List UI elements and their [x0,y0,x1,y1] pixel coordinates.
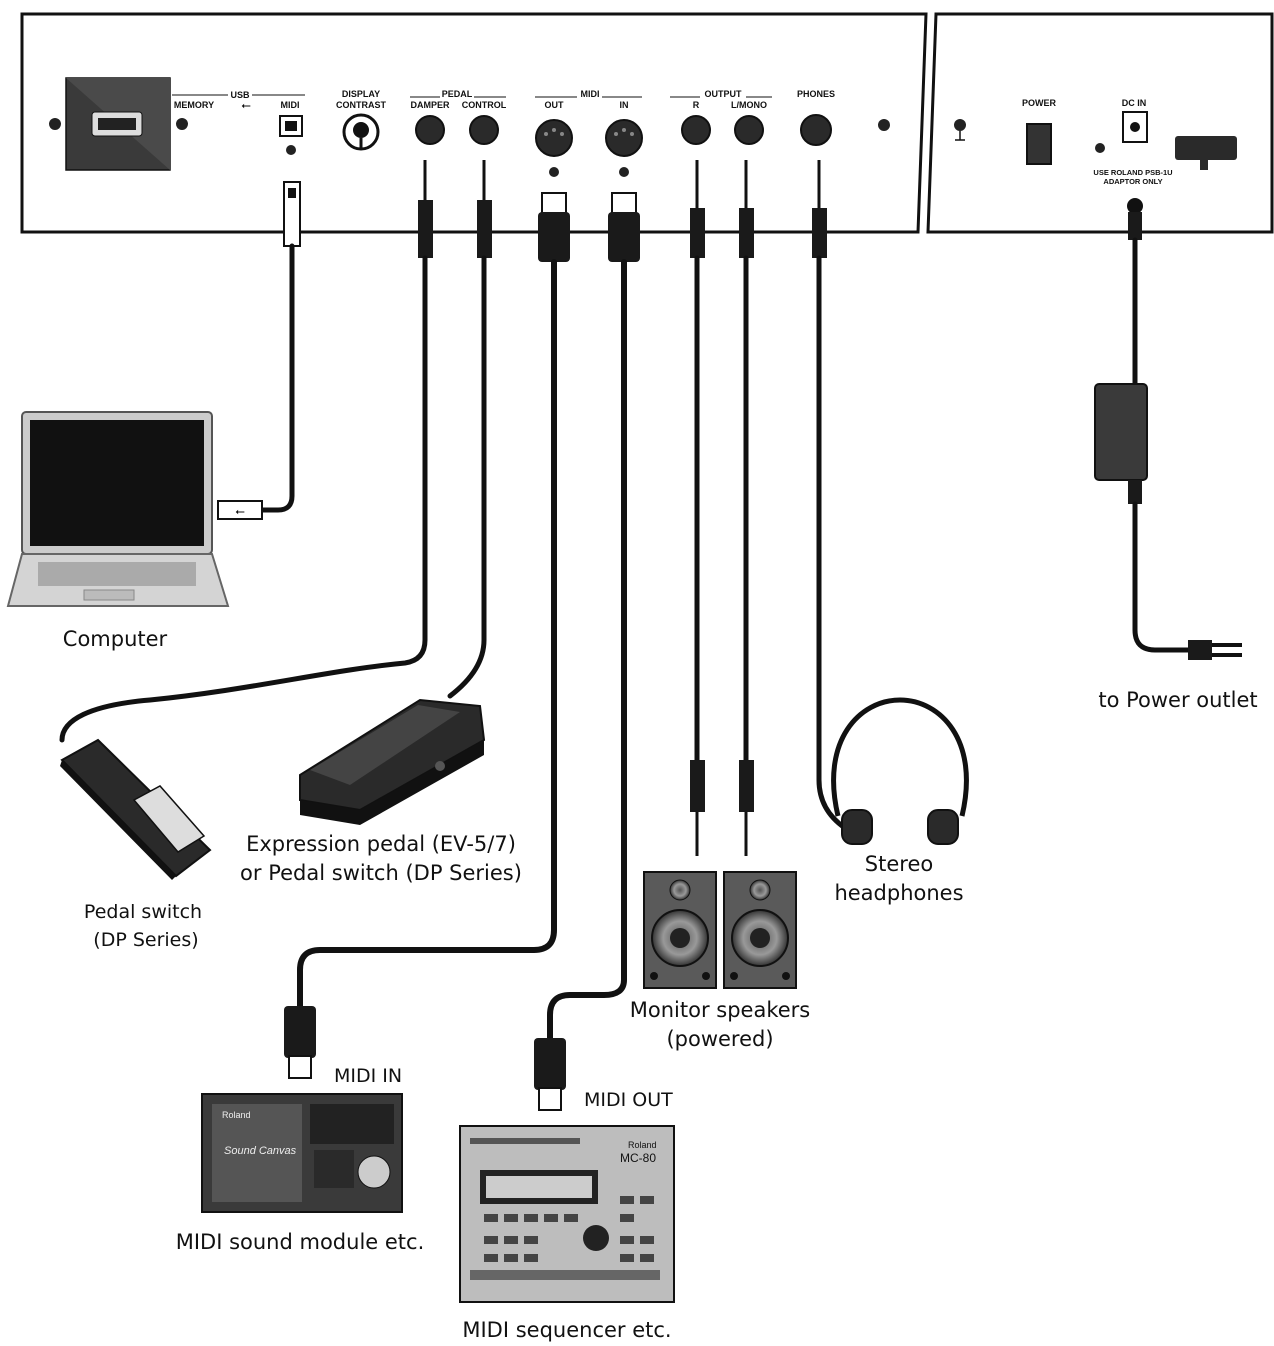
caption-midi-out: MIDI OUT [584,1089,673,1111]
panel-screw [49,118,61,130]
power-switch[interactable] [1026,123,1052,165]
usb-icon: ⭠ [241,98,251,112]
display-contrast-knob[interactable] [342,113,380,151]
svg-text:⭠: ⭠ [235,504,245,518]
display-contrast-label-2: CONTRAST [336,100,386,110]
cord-hook [1175,136,1237,170]
caption-pedal-switch-1: Pedal switch [84,901,202,923]
damper-cable [59,160,433,743]
output-label: OUTPUT [705,89,743,99]
caption-stereo-2: headphones [834,881,963,905]
caption-monitor-1: Monitor speakers [630,998,810,1022]
power-cable [1094,198,1242,660]
usb-label: USB [230,90,250,100]
panel-screw [1095,143,1105,153]
ground-terminal [954,119,966,141]
seq-model: MC-80 [620,1151,656,1165]
caption-midi-in: MIDI IN [334,1065,402,1087]
caption-sequencer: MIDI sequencer etc. [462,1318,671,1342]
headphones-icon [831,697,969,845]
usb-cable: ⭠ [217,181,301,520]
expression-pedal-icon [299,698,486,825]
caption-expression-1: Expression pedal (EV-5/7) [246,832,516,856]
output-l-cable [739,160,754,856]
caption-monitor-2: (powered) [666,1027,773,1051]
midi-label: MIDI [581,89,600,99]
output-r-jack[interactable] [681,115,711,145]
rear-panel-power [926,12,1274,234]
panel-screw [176,118,188,130]
midi-out-port[interactable] [535,119,573,177]
caption-stereo-1: Stereo [865,852,933,876]
panel-screw [878,119,890,131]
output-r-label: R [693,100,700,110]
monitor-speaker-right [723,871,797,989]
phones-cable [812,160,848,831]
sequencer-icon: Roland MC-80 [459,1125,675,1303]
computer-icon [6,411,230,607]
caption-sound-module: MIDI sound module etc. [176,1230,425,1254]
pedal-label: PEDAL [442,89,473,99]
module-brand: Roland [222,1110,251,1120]
seq-brand: Roland [628,1140,657,1150]
damper-label: DAMPER [410,100,450,110]
damper-jack[interactable] [415,115,445,145]
sound-module-icon: Roland Sound Canvas [201,1093,403,1213]
midi-out-cable [284,192,570,1079]
memory-label: MEMORY [174,100,214,110]
caption-expression-2: or Pedal switch (DP Series) [240,861,522,885]
midi-in-label: IN [620,100,629,110]
control-cable [447,160,492,699]
usb-memory-port[interactable] [65,77,171,171]
adaptor-label-1: USE ROLAND PSB-1U [1093,168,1172,177]
dc-in-port[interactable] [1122,111,1148,143]
adaptor-label-2: ADAPTOR ONLY [1103,177,1162,186]
module-name: Sound Canvas [224,1145,297,1157]
output-r-cable [690,160,705,856]
output-l-label: L/MONO [731,100,767,110]
control-jack[interactable] [469,115,499,145]
pedal-switch-icon [60,738,212,880]
monitor-speaker-left [643,871,717,989]
usb-midi-label: MIDI [281,100,300,110]
ac-adaptor [1094,383,1148,481]
usb-midi-port[interactable] [279,115,303,155]
power-label: POWER [1022,98,1057,108]
midi-in-cable [534,192,640,1111]
midi-in-port[interactable] [605,119,643,177]
dc-in-label: DC IN [1122,98,1147,108]
caption-pedal-switch-2: (DP Series) [93,929,198,951]
caption-computer: Computer [63,627,168,651]
caption-power-outlet: to Power outlet [1098,688,1257,712]
phones-jack[interactable] [800,114,832,146]
midi-out-label: OUT [545,100,565,110]
display-contrast-label-1: DISPLAY [342,89,380,99]
phones-label: PHONES [797,89,835,99]
output-l-jack[interactable] [734,115,764,145]
control-label: CONTROL [462,100,507,110]
